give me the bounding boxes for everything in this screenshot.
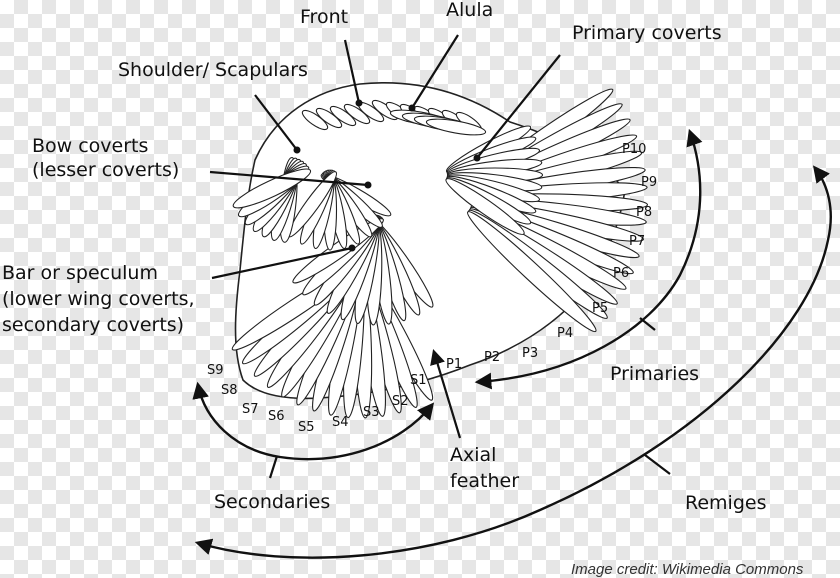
marginal-covert-feather [315, 107, 343, 129]
label-primary-coverts: Primary coverts [572, 22, 722, 44]
label-bar-1: Bar or speculum [2, 262, 158, 284]
remiges-arc [194, 165, 832, 559]
marginal-covert-feather [301, 109, 329, 131]
marginal-covert-feather [343, 103, 371, 125]
primary-number: P4 [557, 326, 573, 341]
secondary-number: S3 [363, 405, 380, 420]
primary-number: P10 [622, 142, 646, 157]
shoulder-leader [254, 94, 298, 151]
label-axial-1: Axial [450, 444, 496, 466]
secondary-number: S6 [268, 409, 285, 424]
secondary-number: S9 [207, 363, 224, 378]
primary-number: P7 [629, 234, 645, 249]
label-bar-2: (lower wing coverts, [2, 288, 195, 310]
label-bar-3: secondary coverts) [2, 314, 184, 336]
primary-number: P5 [592, 301, 608, 316]
remiges-tick [644, 454, 671, 475]
secondary-number: S7 [242, 402, 259, 417]
primary-number: P3 [522, 346, 538, 361]
primary-number: P2 [484, 350, 500, 365]
label-remiges: Remiges [685, 492, 766, 514]
front-leader [343, 39, 361, 104]
primary-number: P1 [446, 357, 462, 372]
label-bow-coverts-2: (lesser coverts) [32, 159, 179, 181]
label-bow-coverts-1: Bow coverts [32, 135, 148, 157]
image-credit: Image credit: Wikimedia Commons [571, 561, 804, 578]
label-shoulder: Shoulder/ Scapulars [118, 59, 308, 81]
alula-leader [411, 34, 459, 109]
secondary-numbers: S1 S2 S3 S4 S5 S6 S7 S8 S9 [207, 363, 427, 435]
secondary-number: S4 [332, 415, 349, 430]
secondary-number: S1 [410, 373, 427, 388]
secondary-number: S2 [392, 394, 409, 409]
label-alula: Alula [446, 0, 493, 21]
primary-numbers: P1 P2 P3 P4 P5 P6 P7 P8 P9 P10 [446, 142, 657, 372]
primary-number: P9 [641, 175, 657, 190]
secondary-number: S8 [221, 383, 238, 398]
marginal-covert-feather [329, 105, 357, 127]
primary-number: P8 [636, 205, 652, 220]
secondary-number: S5 [298, 420, 315, 435]
label-secondaries: Secondaries [214, 491, 330, 513]
label-primaries: Primaries [610, 363, 699, 385]
primary-number: P6 [613, 266, 629, 281]
secondaries-tick [268, 455, 279, 479]
label-axial-2: feather [450, 470, 519, 492]
label-front: Front [300, 6, 348, 28]
